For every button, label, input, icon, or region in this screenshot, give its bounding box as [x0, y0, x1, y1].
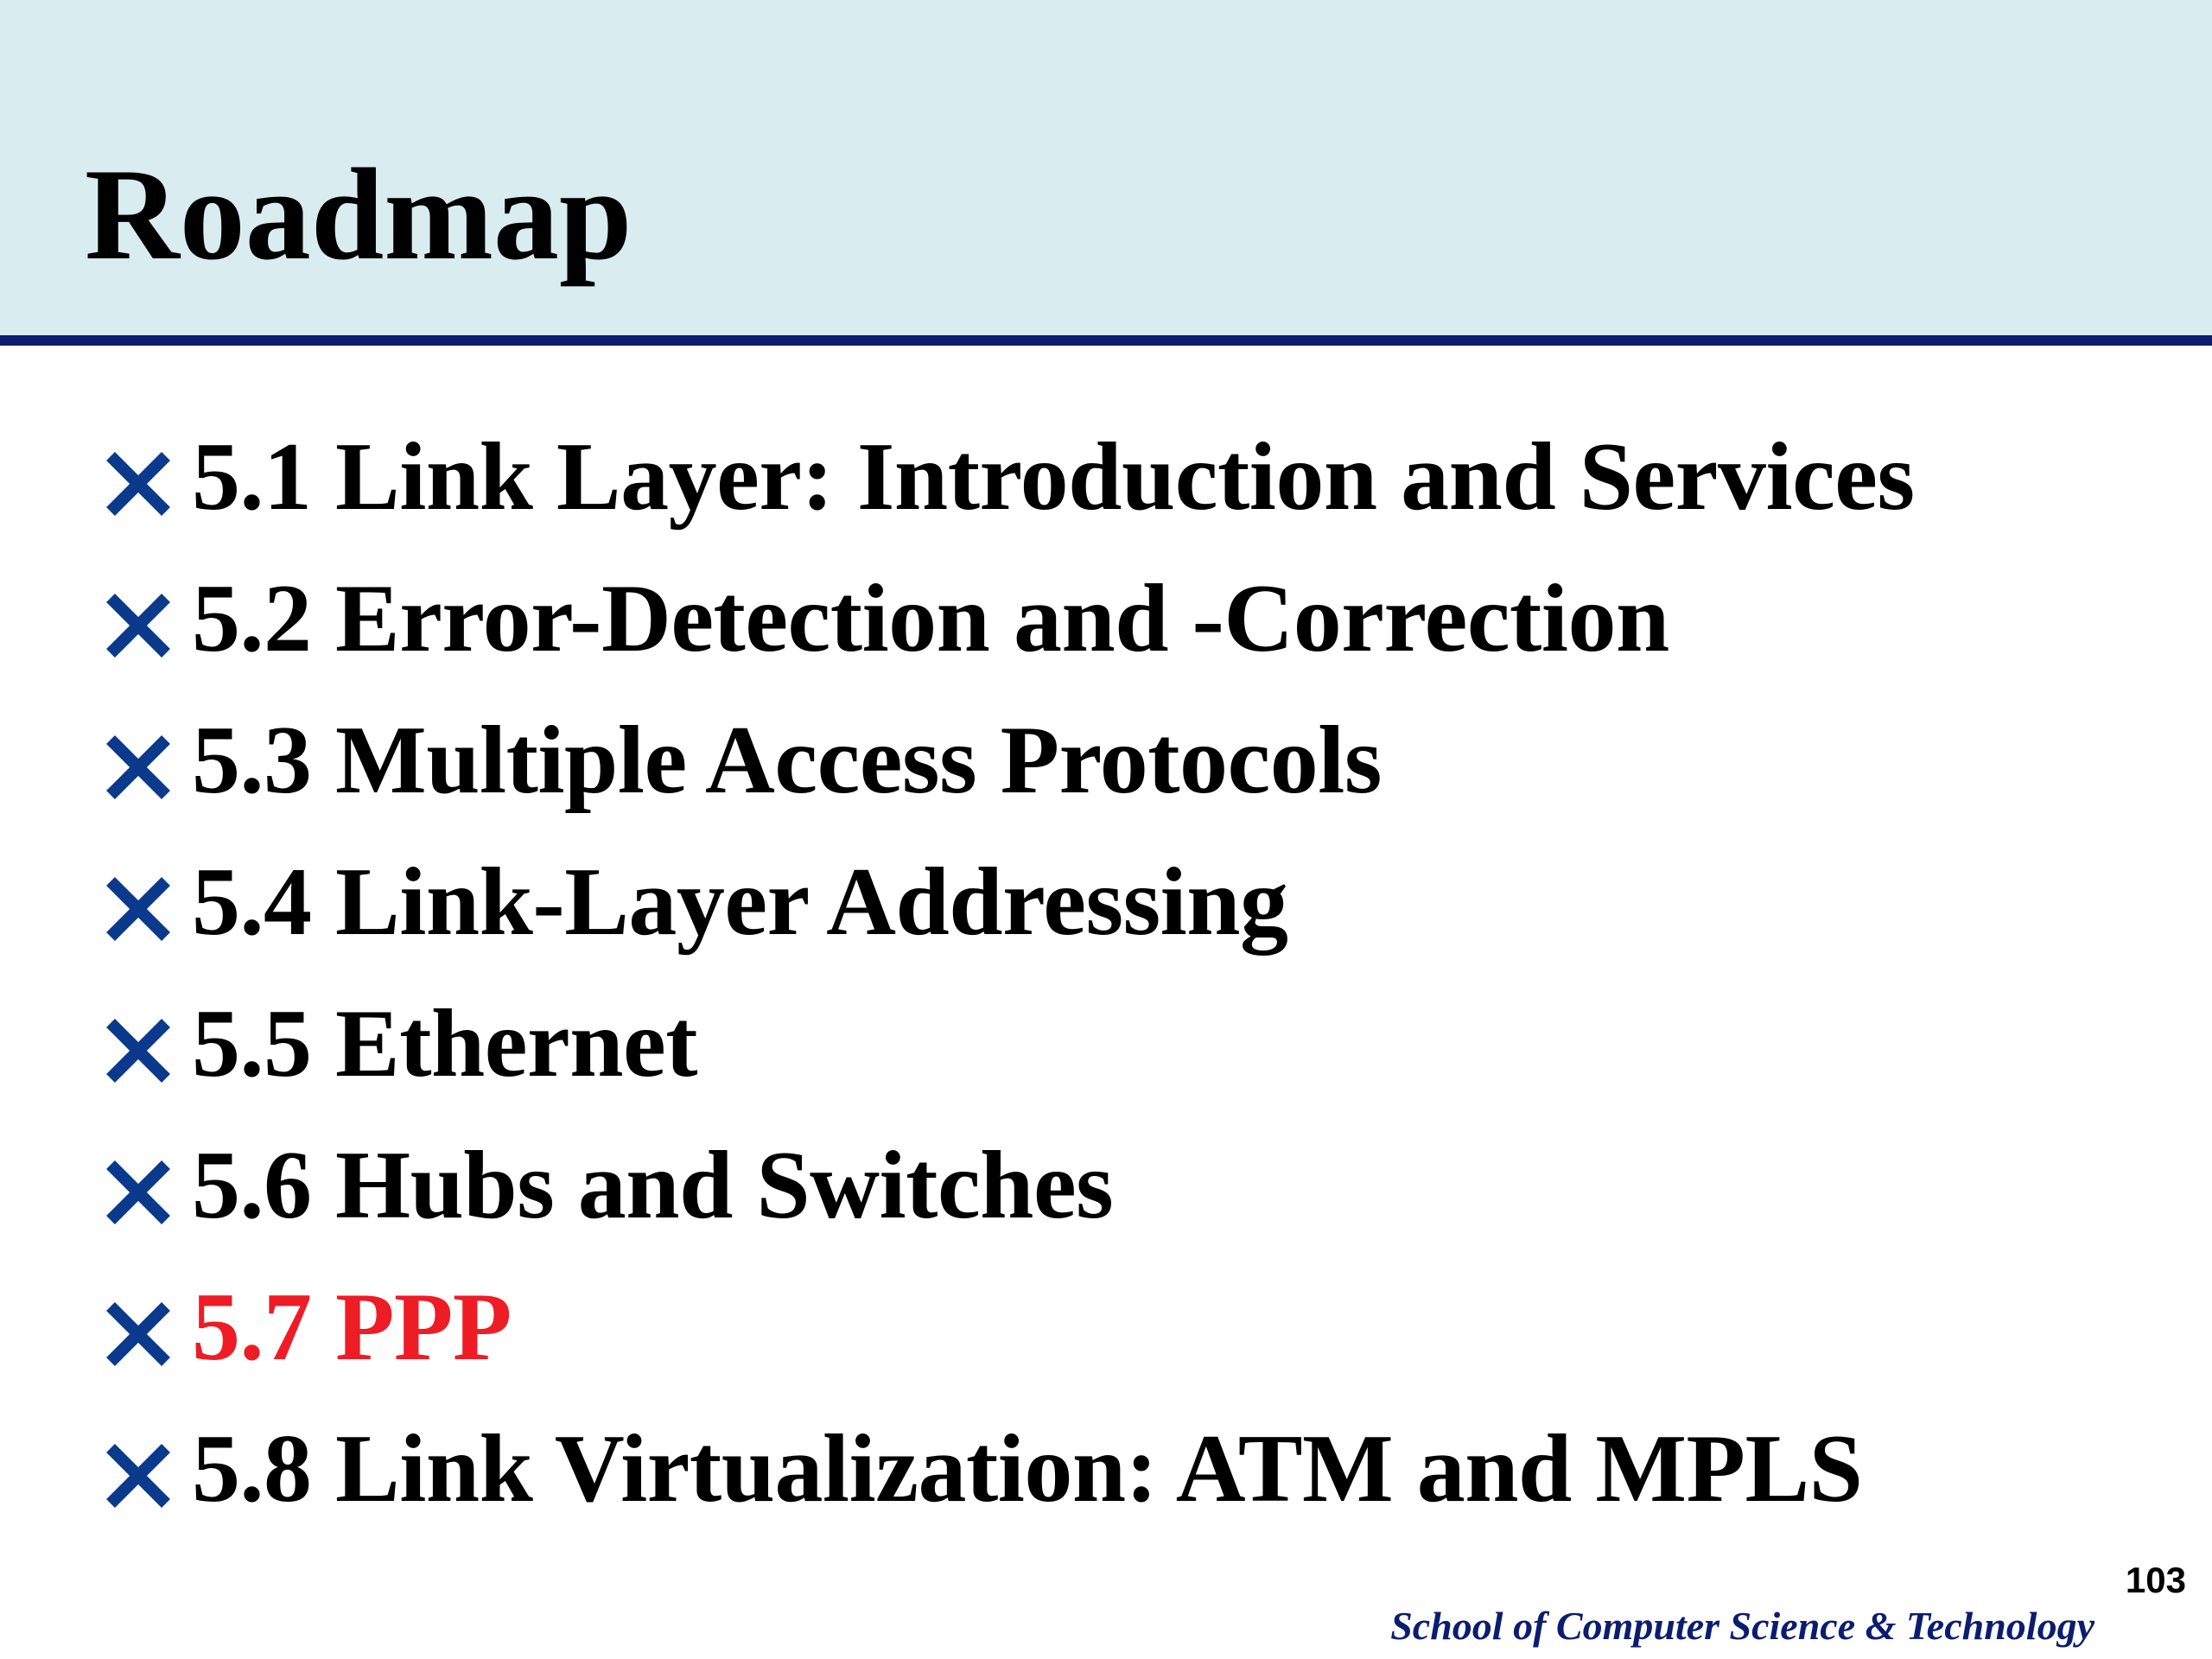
bullet-x-icon — [102, 973, 192, 1115]
roadmap-item-label: 5.8 Link Virtualization: ATM and MPLS — [192, 1415, 1863, 1522]
slide-title: Roadmap — [85, 142, 632, 287]
roadmap-item-label: 5.4 Link-Layer Addressing — [192, 849, 1288, 956]
bullet-x-icon — [102, 690, 192, 831]
roadmap-item-label: 5.5 Ethernet — [192, 990, 698, 1097]
bullet-x-icon — [102, 831, 192, 973]
footer-institution: School of Computer Science & Technology — [1390, 1604, 2094, 1648]
roadmap-item-label: 5.1 Link Layer: Introduction and Service… — [192, 423, 1915, 531]
roadmap-item-5-3: 5.3 Multiple Access Protocols — [102, 690, 2158, 831]
roadmap-item-label: 5.2 Error-Detection and -Correction — [192, 565, 1669, 672]
bullet-x-icon — [102, 1115, 192, 1256]
roadmap-item-5-1: 5.1 Link Layer: Introduction and Service… — [102, 406, 2158, 548]
bullet-x-icon — [102, 406, 192, 548]
bullet-x-icon — [102, 548, 192, 690]
roadmap-item-5-8: 5.8 Link Virtualization: ATM and MPLS — [102, 1398, 2158, 1540]
bullet-x-icon — [102, 1256, 192, 1398]
roadmap-item-5-4: 5.4 Link-Layer Addressing — [102, 831, 2158, 973]
header-divider — [0, 335, 2212, 346]
roadmap-item-label-current: 5.7 PPP — [192, 1274, 512, 1381]
roadmap-item-5-5: 5.5 Ethernet — [102, 973, 2158, 1115]
roadmap-list: 5.1 Link Layer: Introduction and Service… — [102, 406, 2158, 1540]
roadmap-item-5-6: 5.6 Hubs and Switches — [102, 1115, 2158, 1256]
roadmap-item-5-2: 5.2 Error-Detection and -Correction — [102, 548, 2158, 690]
roadmap-item-label: 5.6 Hubs and Switches — [192, 1132, 1114, 1239]
slide-header — [0, 0, 2212, 335]
page-number: 103 — [2125, 1560, 2186, 1600]
roadmap-item-5-7-current: 5.7 PPP — [102, 1256, 2158, 1398]
bullet-x-icon — [102, 1398, 192, 1540]
roadmap-item-label: 5.3 Multiple Access Protocols — [192, 707, 1382, 814]
